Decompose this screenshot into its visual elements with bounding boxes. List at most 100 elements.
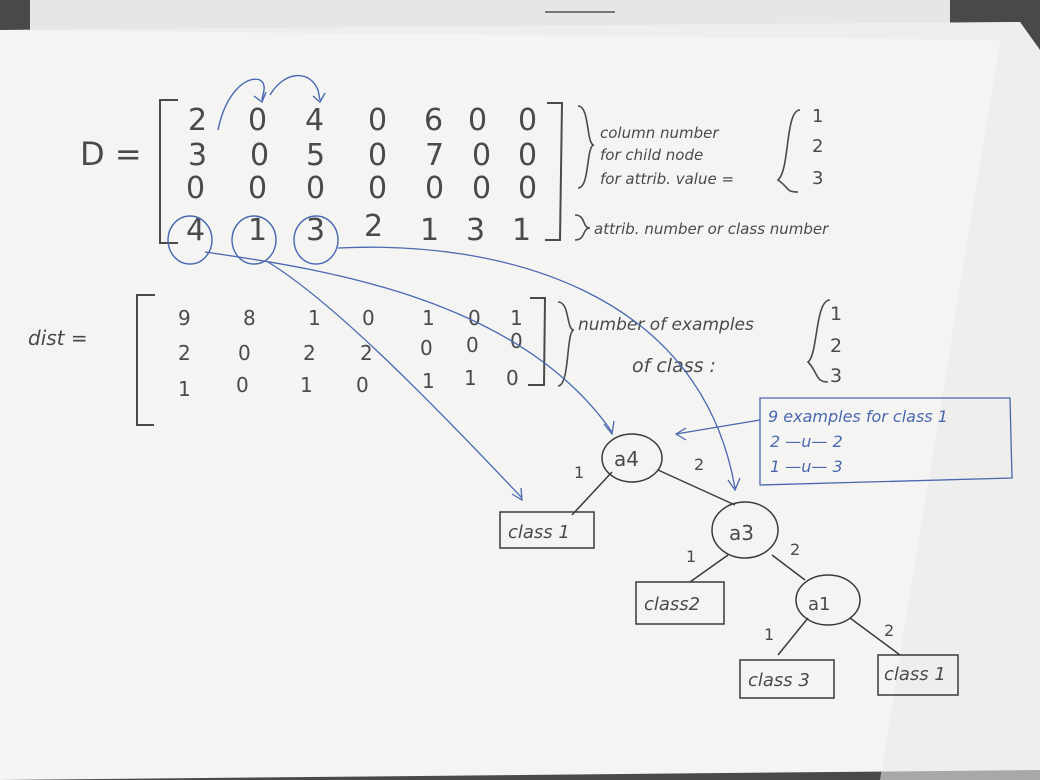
dist-cell: 0: [362, 306, 375, 330]
arrow-head: [511, 487, 523, 502]
edge-label: 1: [686, 547, 696, 566]
dist-value: 3: [830, 365, 842, 387]
d-cell: 0: [368, 171, 387, 206]
dist-cell: 9: [178, 306, 191, 330]
dist-cell: 8: [243, 306, 256, 330]
d-cell: 1: [512, 213, 531, 248]
d-cell: 0: [306, 171, 325, 206]
dist-annot-line2: of class :: [632, 355, 716, 377]
d-cell: 0: [472, 171, 491, 206]
dist-cells: 9 8 1 0 1 0 1 2 0 2 2 0 0 0 1 0 1 0 1 1 …: [178, 306, 523, 401]
arrow-head: [603, 420, 615, 436]
d-cell: 0: [518, 138, 537, 173]
arrow-head: [674, 427, 687, 441]
paper-shadow: [0, 22, 1040, 780]
d-cell: 0: [186, 171, 205, 206]
dist-cell: 2: [303, 341, 316, 365]
tree-labels: a4 a3 a1 class 1 class2 class 3 class 1 …: [508, 447, 946, 691]
d-cell: 3: [188, 138, 207, 173]
d-cell: 2: [364, 209, 383, 244]
dist-cell: 0: [420, 336, 433, 360]
dist-cell: 1: [464, 366, 477, 390]
d-cell: 4: [186, 213, 205, 248]
leaf-class1-bottom: class 1: [884, 664, 946, 685]
d-cell: 2: [188, 103, 207, 138]
edge-mid-right: [771, 554, 806, 581]
leaf-box-class2: [635, 581, 725, 625]
info-line-1: 9 examples for class 1: [768, 407, 948, 426]
d-value: 3: [812, 168, 823, 189]
node-mid: [711, 501, 779, 559]
matrix-d-brace-top: [577, 105, 595, 189]
arrow-head: [727, 477, 741, 492]
leaf-class1-top: class 1: [508, 522, 570, 543]
dist-right-bracket: [528, 297, 547, 386]
dist-left-bracket: [136, 294, 155, 426]
d-cell: 6: [424, 103, 443, 138]
edge-label: 1: [574, 463, 584, 482]
d-cell: 0: [518, 103, 537, 138]
d-annot-bottom: attrib. number or class number: [594, 220, 829, 238]
dist-cell: 2: [178, 341, 191, 365]
info-line-3: 1 —u— 3: [770, 457, 843, 476]
d-annot-line2: for child node: [600, 146, 703, 164]
edge-label: 2: [694, 455, 704, 474]
d-cell: 0: [368, 103, 387, 138]
matrix-d-right-bracket: [545, 102, 564, 241]
node-low: [795, 574, 861, 626]
d-cell: 0: [425, 171, 444, 206]
d-cell: 0: [248, 171, 267, 206]
dist-value: 1: [830, 303, 842, 325]
edge-low-right: [849, 617, 901, 656]
matrix-d: D = 2 0 4 0 6 0 0 3 0 5 0 7 0 0 0 0 0 0: [80, 74, 829, 265]
dist-cell: 1: [178, 377, 191, 401]
matrix-d-brace-bottom: [574, 214, 591, 241]
dist-cell: 0: [236, 373, 249, 397]
arrow-head: [312, 92, 326, 104]
arrow-col-2: [269, 74, 321, 101]
d-cell: 7: [425, 138, 444, 173]
leaf-class2: class2: [644, 594, 700, 615]
dist-cell: 1: [308, 306, 321, 330]
d-cell: 1: [248, 213, 267, 248]
edge-label: 2: [790, 540, 800, 559]
matrix-d-left-bracket: [159, 99, 178, 244]
arrow-to-root: [204, 251, 613, 433]
edge-label: 2: [884, 621, 894, 640]
d-cell: 0: [518, 171, 537, 206]
dist-cell: 0: [506, 366, 519, 390]
d-cell: 1: [420, 213, 439, 248]
dist-values-brace: [806, 299, 831, 383]
d-cell: 4: [305, 103, 324, 138]
d-cell: 0: [250, 138, 269, 173]
d-annot-line3: for attrib. value =: [600, 170, 734, 188]
node-root-label: a4: [614, 447, 639, 471]
dist-cell: 0: [238, 341, 251, 365]
node-low-label: a1: [808, 594, 830, 615]
dist-annot-line1: number of examples: [578, 315, 754, 335]
edge-root-right: [657, 469, 736, 506]
info-box-frame: [759, 397, 1013, 486]
arrow-col-1: [217, 78, 265, 131]
dist-label: dist =: [28, 326, 88, 350]
edge-root-left: [571, 471, 613, 516]
dist-cell: 0: [466, 333, 479, 357]
dist-cell: 2: [360, 341, 373, 365]
leaf-class3: class 3: [748, 670, 810, 691]
d-cell: 5: [306, 138, 325, 173]
leaf-box-class1-bottom: [877, 654, 959, 696]
leaf-box-class3: [739, 659, 835, 699]
edge-mid-left: [689, 554, 729, 583]
d-annot-line1: column number: [600, 124, 719, 142]
node-mid-label: a3: [729, 521, 754, 545]
dist-cell: 1: [510, 306, 523, 330]
d-value: 2: [812, 136, 823, 157]
dist-cell: 0: [356, 373, 369, 397]
arrow-head: [253, 91, 267, 104]
d-cell: 0: [468, 103, 487, 138]
dist-cell: 0: [468, 306, 481, 330]
d-cell: 0: [472, 138, 491, 173]
matrix-d-label: D =: [80, 135, 142, 173]
